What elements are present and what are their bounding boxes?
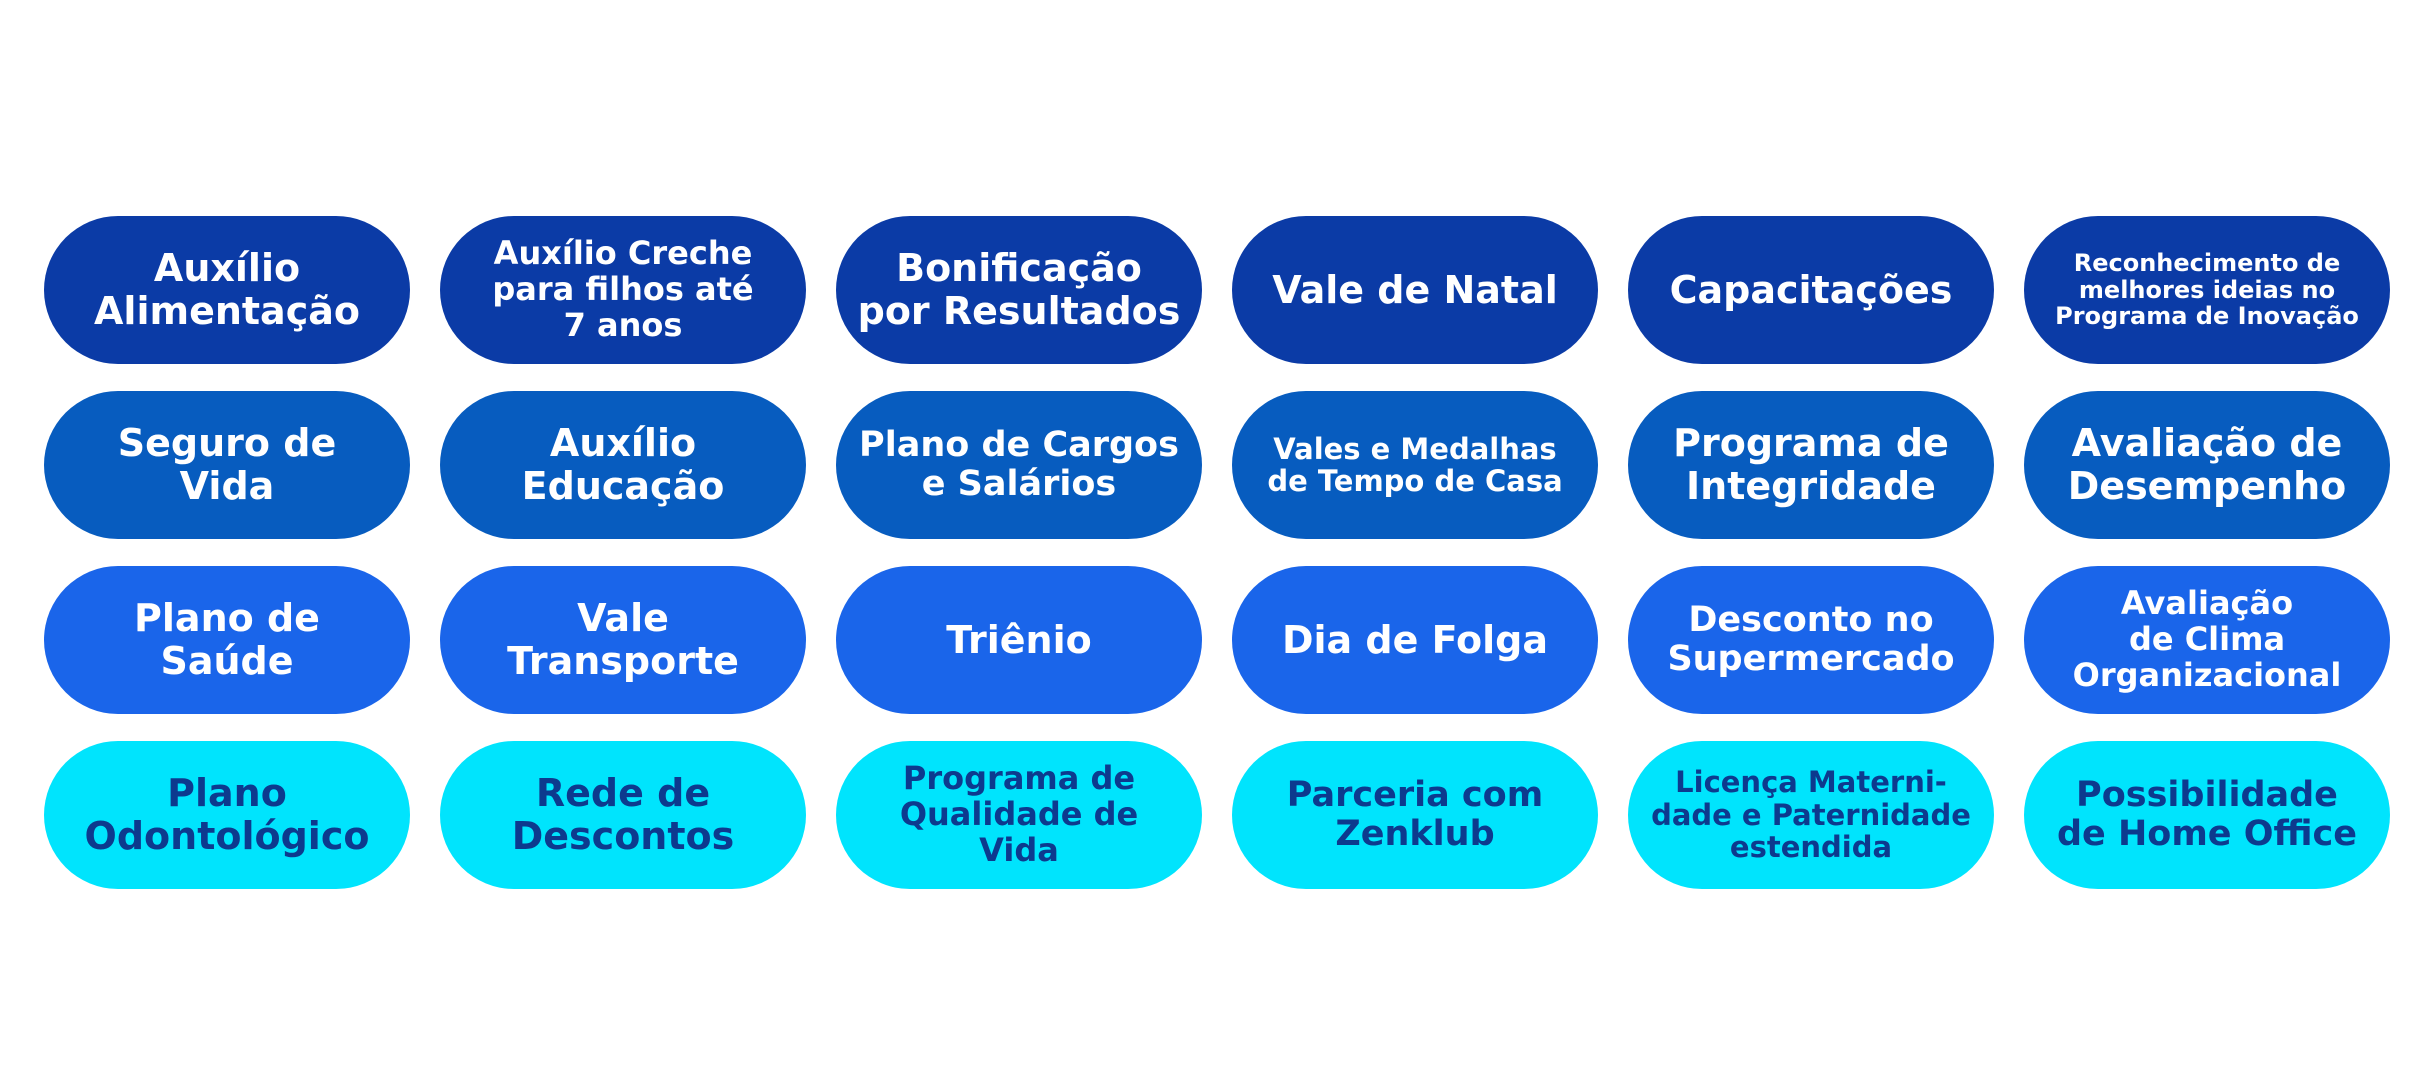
- benefit-parceria-zenklub: Parceria com Zenklub: [1232, 741, 1598, 889]
- benefit-capacitacoes: Capacitações: [1628, 216, 1994, 364]
- benefit-auxilio-alimentacao: Auxílio Alimentação: [44, 216, 410, 364]
- benefit-trienio: Triênio: [836, 566, 1202, 714]
- benefit-plano-saude: Plano de Saúde: [44, 566, 410, 714]
- benefit-licenca-maternidade-paternidade: Licença Materni- dade e Paternidade este…: [1628, 741, 1994, 889]
- benefit-avaliacao-desempenho: Avaliação de Desempenho: [2024, 391, 2390, 539]
- benefit-reconhecimento-ideias: Reconhecimento de melhores ideias no Pro…: [2024, 216, 2390, 364]
- benefit-auxilio-creche: Auxílio Creche para filhos até 7 anos: [440, 216, 806, 364]
- benefit-plano-cargos: Plano de Cargos e Salários: [836, 391, 1202, 539]
- benefit-vale-transporte: Vale Transporte: [440, 566, 806, 714]
- benefit-auxilio-educacao: Auxílio Educação: [440, 391, 806, 539]
- benefit-bonificacao: Bonificação por Resultados: [836, 216, 1202, 364]
- benefit-plano-odontologico: Plano Odontológico: [44, 741, 410, 889]
- benefit-home-office: Possibilidade de Home Office: [2024, 741, 2390, 889]
- benefit-desconto-supermercado: Desconto no Supermercado: [1628, 566, 1994, 714]
- benefit-dia-folga: Dia de Folga: [1232, 566, 1598, 714]
- benefit-avaliacao-clima: Avaliação de Clima Organizacional: [2024, 566, 2390, 714]
- benefit-rede-descontos: Rede de Descontos: [440, 741, 806, 889]
- benefits-grid: Auxílio Alimentação Auxílio Creche para …: [44, 216, 2390, 889]
- benefit-programa-integridade: Programa de Integridade: [1628, 391, 1994, 539]
- benefit-programa-qualidade-vida: Programa de Qualidade de Vida: [836, 741, 1202, 889]
- benefit-seguro-vida: Seguro de Vida: [44, 391, 410, 539]
- benefit-vale-natal: Vale de Natal: [1232, 216, 1598, 364]
- benefit-vales-medalhas: Vales e Medalhas de Tempo de Casa: [1232, 391, 1598, 539]
